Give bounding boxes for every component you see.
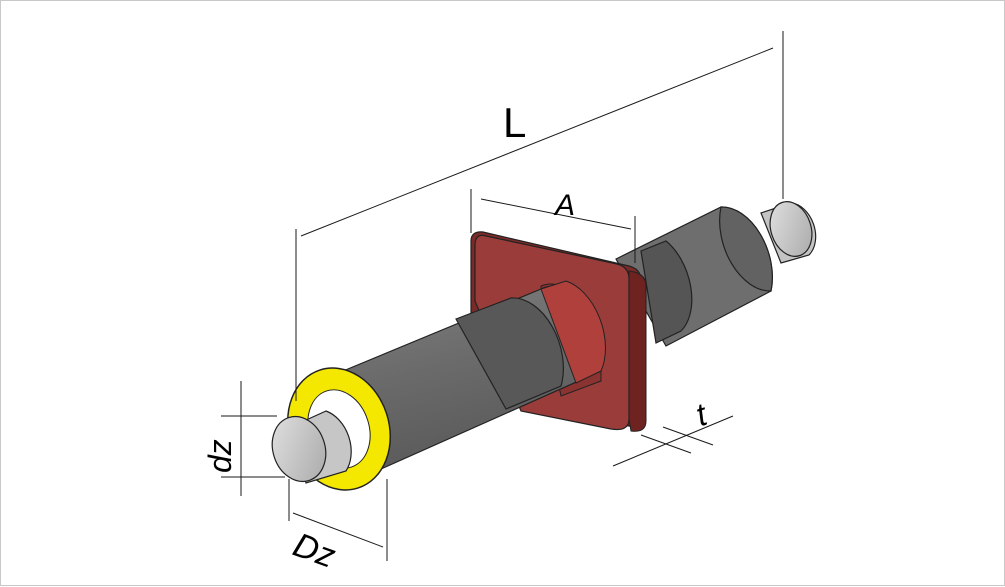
length-label: L bbox=[503, 99, 526, 146]
far-jacket-section bbox=[615, 206, 773, 347]
far-steel-pipe bbox=[760, 201, 817, 264]
inner-diameter-label: dz bbox=[202, 439, 238, 473]
outer-diameter-label: Dz bbox=[288, 526, 340, 576]
near-jacket-section bbox=[330, 280, 606, 470]
flange-thickness-label: t bbox=[691, 396, 712, 433]
front-end-face bbox=[271, 367, 392, 491]
flange-width-label: A bbox=[553, 189, 575, 222]
dimension-lines bbox=[221, 31, 784, 561]
